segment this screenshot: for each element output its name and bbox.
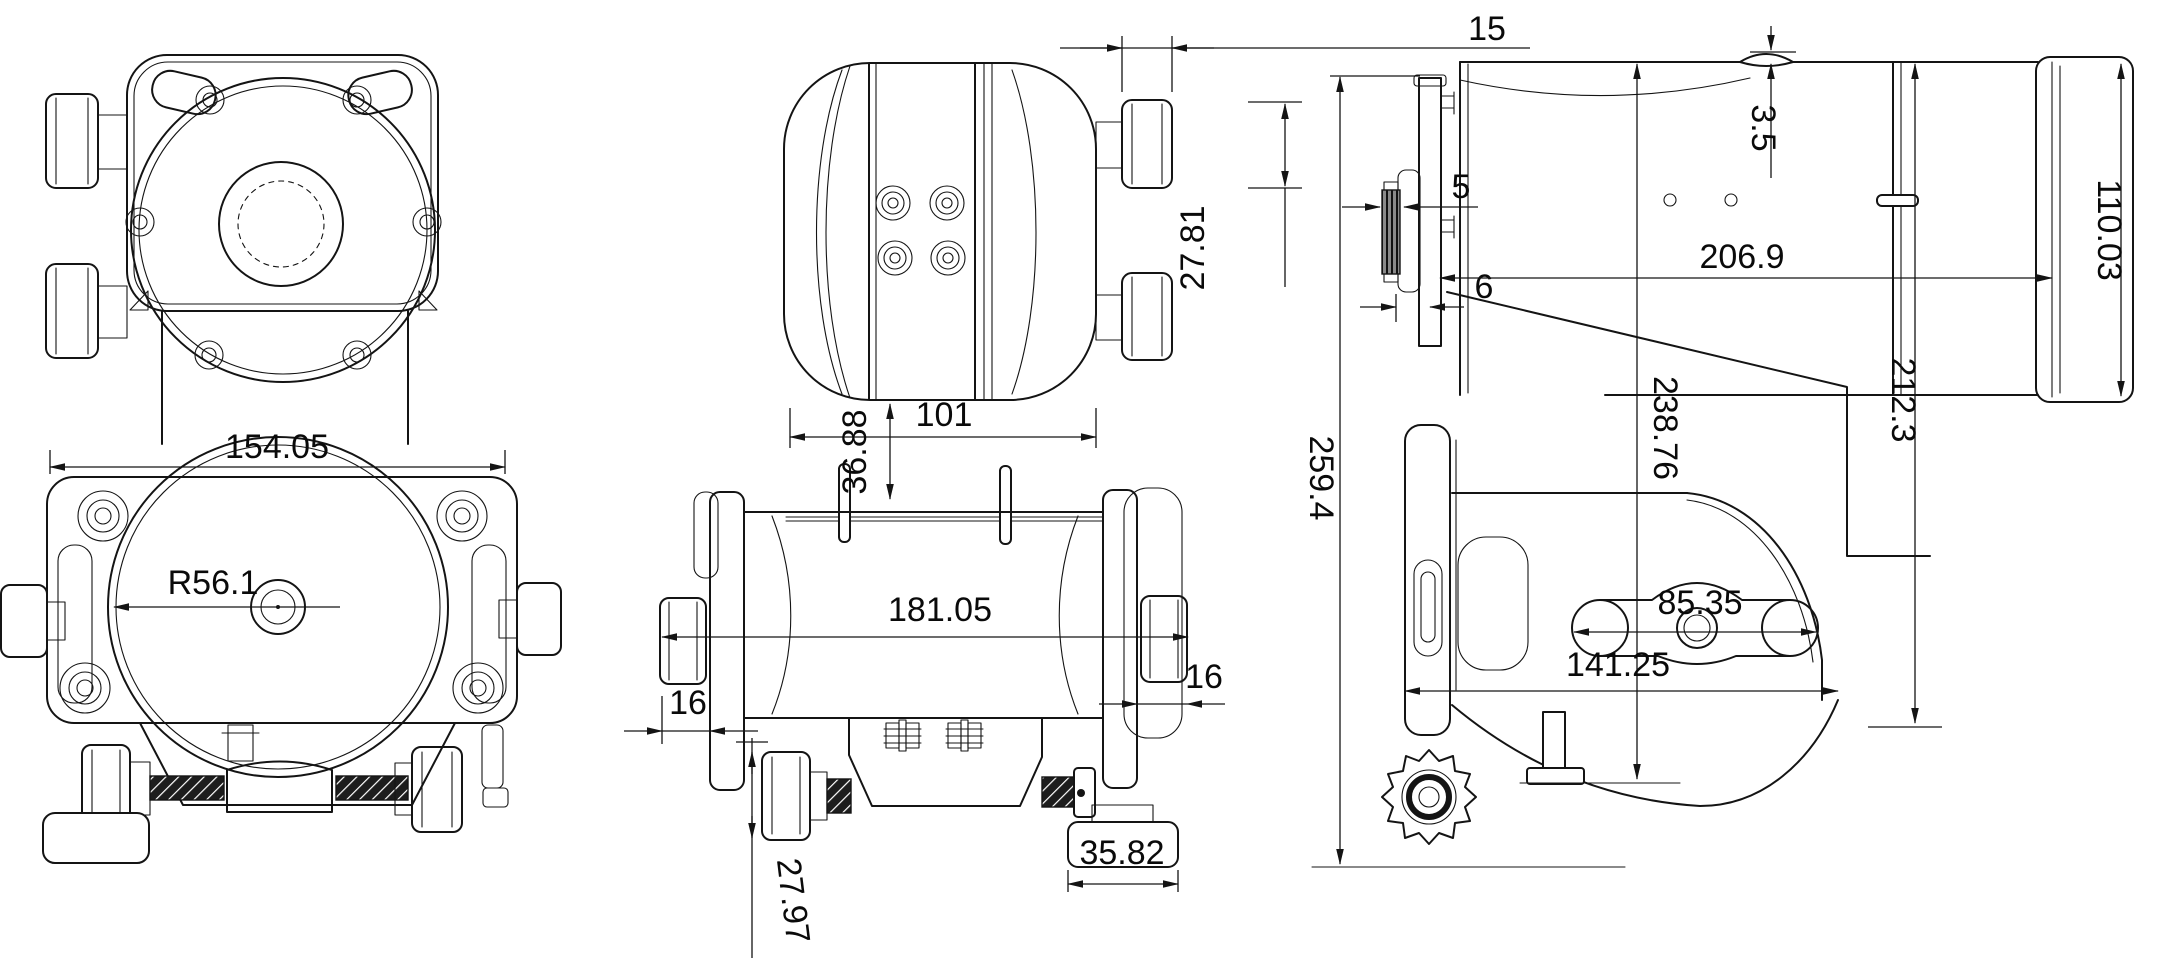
front-mid-knob-right [498,582,562,656]
dim-rear-plate-gap-label: 6 [1475,268,1494,306]
rear-star-knob [1381,749,1477,845]
dim-front-radius: R56.1 [113,564,340,611]
dim-rear-body-height: 212.3 [1868,63,1942,728]
front-top-plate [126,54,439,312]
front-threaded-rod-right [335,775,409,801]
side-pin-left [838,463,851,543]
front-corner-screws [59,490,504,714]
dim-side-right-inset-label: 16 [1185,658,1223,696]
dim-side-knob-height: 27.81 [1174,101,1302,291]
side-view: 15 27.81 101 36.88 181.05 [624,10,1530,958]
side-rod-collar [1073,767,1096,818]
front-top-knob-upper [45,93,128,189]
side-flange-left [709,491,745,791]
rear-polar-lens [1739,53,1794,67]
rear-side-knob [1381,189,1401,275]
dim-rear-base-height: 238.76 [1633,63,1684,780]
rear-foot [1519,711,1681,785]
front-view: 154.05 R56.1 [0,54,562,864]
dim-side-foot-width-label: 35.82 [1079,834,1164,872]
side-bracket-right [1123,487,1183,739]
dim-side-clamp-drop-label: 27.97 [769,856,817,945]
dim-side-total-width-label: 181.05 [888,591,992,629]
side-spring-screws [883,719,984,752]
rear-body-pocket [1457,536,1529,671]
dim-side-knob-width: 15 [1060,10,1530,92]
dim-rear-plate-gap: 6 [1360,268,1493,322]
dim-side-saddle-drop: 36.88 [836,403,894,500]
front-threaded-rod-left [149,775,225,801]
rear-cylinder [1459,53,2039,396]
dim-front-width: 154.05 [49,428,506,474]
dim-front-width-label: 154.05 [225,428,329,466]
side-clamp-knob [761,751,811,841]
dim-side-knob-width-label: 15 [1468,10,1506,48]
rear-saddle-plate [1418,77,1442,347]
front-slot-right [347,69,413,116]
rear-view: 3.5 5 6 206.9 110.03 212.3 [1302,26,2134,868]
dim-rear-body-length: 206.9 [1439,238,2053,282]
front-dec-circle [107,436,449,778]
dim-rear-lens-offset: 3.5 [1744,26,1796,178]
front-clamp-base [42,722,509,864]
side-saddle-body [783,62,1097,401]
rear-saddle-screw-mid [1440,215,1455,239]
dim-rear-base-width: 141.25 [1404,646,1839,695]
dim-rear-cap-diameter: 110.03 [2090,63,2128,397]
dim-side-right-inset: 16 [1099,658,1225,708]
side-flange-right [1102,489,1138,789]
dim-front-radius-label: R56.1 [168,564,259,602]
rear-end-cap [2035,56,2134,403]
front-slot-left [151,69,217,116]
dim-rear-body-length-label: 206.9 [1699,238,1784,276]
rear-arm [1404,424,1457,736]
dim-side-clamp-drop: 27.97 [736,738,817,958]
dim-rear-cap-diameter-label: 110.03 [2090,179,2128,280]
side-clamp-base [761,717,1179,868]
dim-rear-base-width-label: 141.25 [1566,646,1670,684]
dim-rear-knob-thickness: 5 [1342,168,1478,211]
rear-dovetail-slot [1571,582,1819,665]
dim-side-foot-width: 35.82 [1067,834,1179,892]
side-knob-upper [1095,99,1173,189]
side-pin-right [999,465,1012,545]
dim-side-saddle-drop-label: 36.88 [836,409,874,494]
dim-side-total-width: 181.05 [661,591,1189,641]
side-saddle-strip [785,463,1103,545]
side-face-bolts [875,185,966,276]
dim-side-left-inset-label: 16 [669,684,707,722]
dim-side-knob-height-label: 27.81 [1174,205,1212,290]
side-drum-knob-left [659,597,707,685]
side-foot [1067,821,1179,868]
rear-slot-screw [1676,607,1718,649]
dim-rear-total-height-label: 259.4 [1302,435,1340,520]
dim-rear-slot-length: 85.35 [1573,584,1817,636]
dim-rear-body-height-label: 212.3 [1884,357,1922,442]
dim-side-saddle-width: 101 [789,396,1097,448]
rear-lower-housing [1446,291,1931,807]
side-knob-lower [1095,272,1173,361]
dim-rear-total-height: 259.4 [1302,75,1420,865]
front-face-screws [125,85,442,370]
dim-rear-slot-length-label: 85.35 [1657,584,1742,622]
side-threaded-rod-left [826,778,852,814]
front-center-boss [218,161,344,287]
front-motor-housing [130,77,436,383]
rear-saddle-screw-top [1440,91,1455,115]
dim-rear-lens-offset-label: 3.5 [1744,104,1782,151]
side-drum-knob-right [1140,595,1188,683]
dim-rear-base-height-label: 238.76 [1646,376,1684,480]
dim-side-saddle-width-label: 101 [916,396,973,434]
dim-side-left-inset: 16 [624,684,758,744]
side-threaded-rod-right [1041,776,1075,808]
dim-rear-knob-thickness-label: 5 [1452,168,1471,206]
front-top-knob-lower [45,263,128,359]
front-foot-left [42,812,150,864]
front-mid-knob-left [0,584,66,658]
